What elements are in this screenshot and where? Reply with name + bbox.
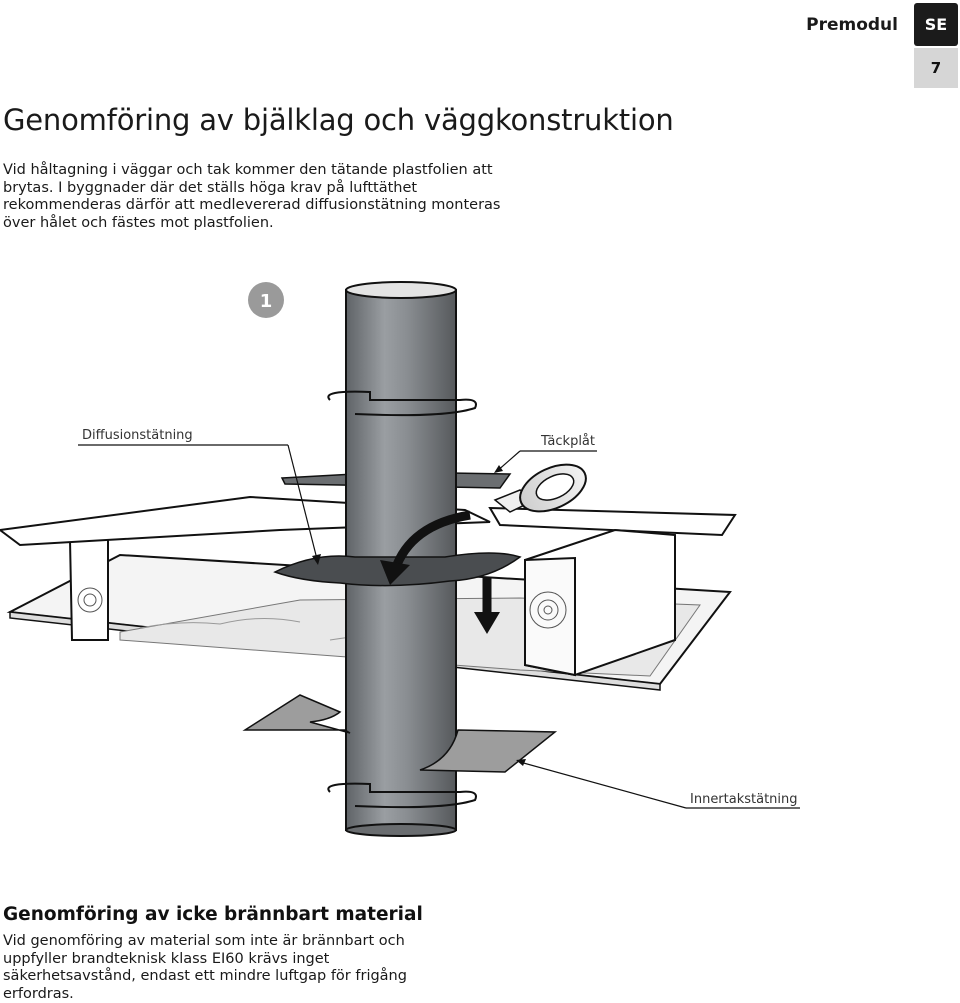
upper-clamp	[327, 390, 477, 417]
pipe-penetration-illustration: 1 Diffusionstätning Täckplåt Innertakstä…	[0, 281, 800, 837]
callout-cover-plate: Täckplåt	[494, 434, 597, 473]
right-joist	[524, 528, 676, 677]
tape-roll	[493, 463, 587, 513]
section-paragraph: Vid genomföring av material som inte är …	[3, 933, 407, 1002]
section-title: Genomföring av icke brännbart material	[3, 904, 423, 925]
callout-diffusion: Diffusionstätning	[78, 428, 321, 565]
left-joist	[68, 536, 109, 641]
intro-paragraph: Vid håltagning i väggar och tak kommer d…	[3, 162, 501, 231]
callout-inner-seal: Innertakstätning	[516, 759, 800, 809]
label-tackplat: Täckplåt	[540, 434, 595, 449]
page-title: Genomföring av bjälklag och väggkonstruk…	[3, 103, 674, 137]
language-badge: SE	[914, 3, 958, 46]
brand-name: Premodul	[806, 15, 898, 35]
page-number: 7	[914, 48, 958, 88]
inner-ceiling-seal	[242, 694, 558, 773]
label-diffusionstatning: Diffusionstätning	[82, 428, 193, 443]
label-innertakstatning: Innertakstätning	[690, 792, 798, 807]
wrap-arrow-head	[380, 560, 410, 585]
step-number-marker: 1	[248, 282, 284, 318]
press-arrow-head	[474, 612, 500, 634]
lower-clamp	[327, 782, 477, 809]
step-number: 1	[260, 291, 273, 312]
wrap-arrow	[390, 510, 471, 572]
